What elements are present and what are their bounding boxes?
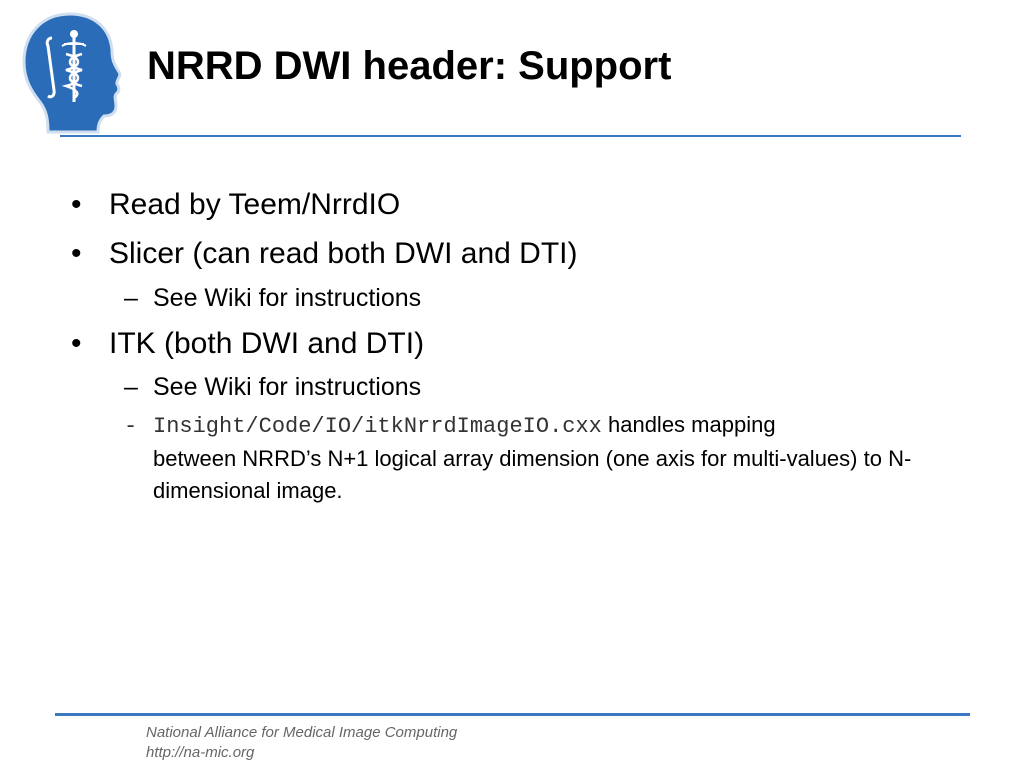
na-mic-logo-icon: [18, 10, 122, 136]
footer: National Alliance for Medical Image Comp…: [146, 723, 457, 763]
code-description-start: handles mapping: [601, 412, 776, 437]
title-divider: [60, 135, 961, 137]
code-description-rest: between NRRD’s N+1 logical array dimensi…: [153, 446, 912, 503]
bullet-marker: •: [71, 237, 82, 270]
slide-title: NRRD DWI header: Support: [147, 44, 672, 88]
sub-bullet-marker: –: [124, 373, 138, 401]
bullet-text: Read by Teem/NrrdIO: [109, 188, 401, 221]
bullet-marker: •: [71, 188, 82, 221]
footer-url: http://na-mic.org: [146, 744, 255, 761]
sub-bullet-text: See Wiki for instructions: [153, 284, 422, 312]
footer-org: National Alliance for Medical Image Comp…: [146, 724, 458, 741]
sub-bullet-marker: –: [124, 284, 138, 312]
code-bullet-marker: -: [124, 414, 138, 439]
code-path: Insight/Code/IO/itkNrrdImageIO.cxx: [153, 414, 602, 439]
bullet-marker: •: [71, 327, 82, 360]
bullet-text: Slicer (can read both DWI and DTI): [109, 237, 578, 270]
sub-bullet-text: See Wiki for instructions: [153, 373, 422, 401]
code-bullet-paragraph: Insight/Code/IO/itkNrrdImageIO.cxx handl…: [153, 409, 913, 507]
bullet-text: ITK (both DWI and DTI): [109, 327, 425, 360]
footer-divider: [55, 713, 970, 716]
